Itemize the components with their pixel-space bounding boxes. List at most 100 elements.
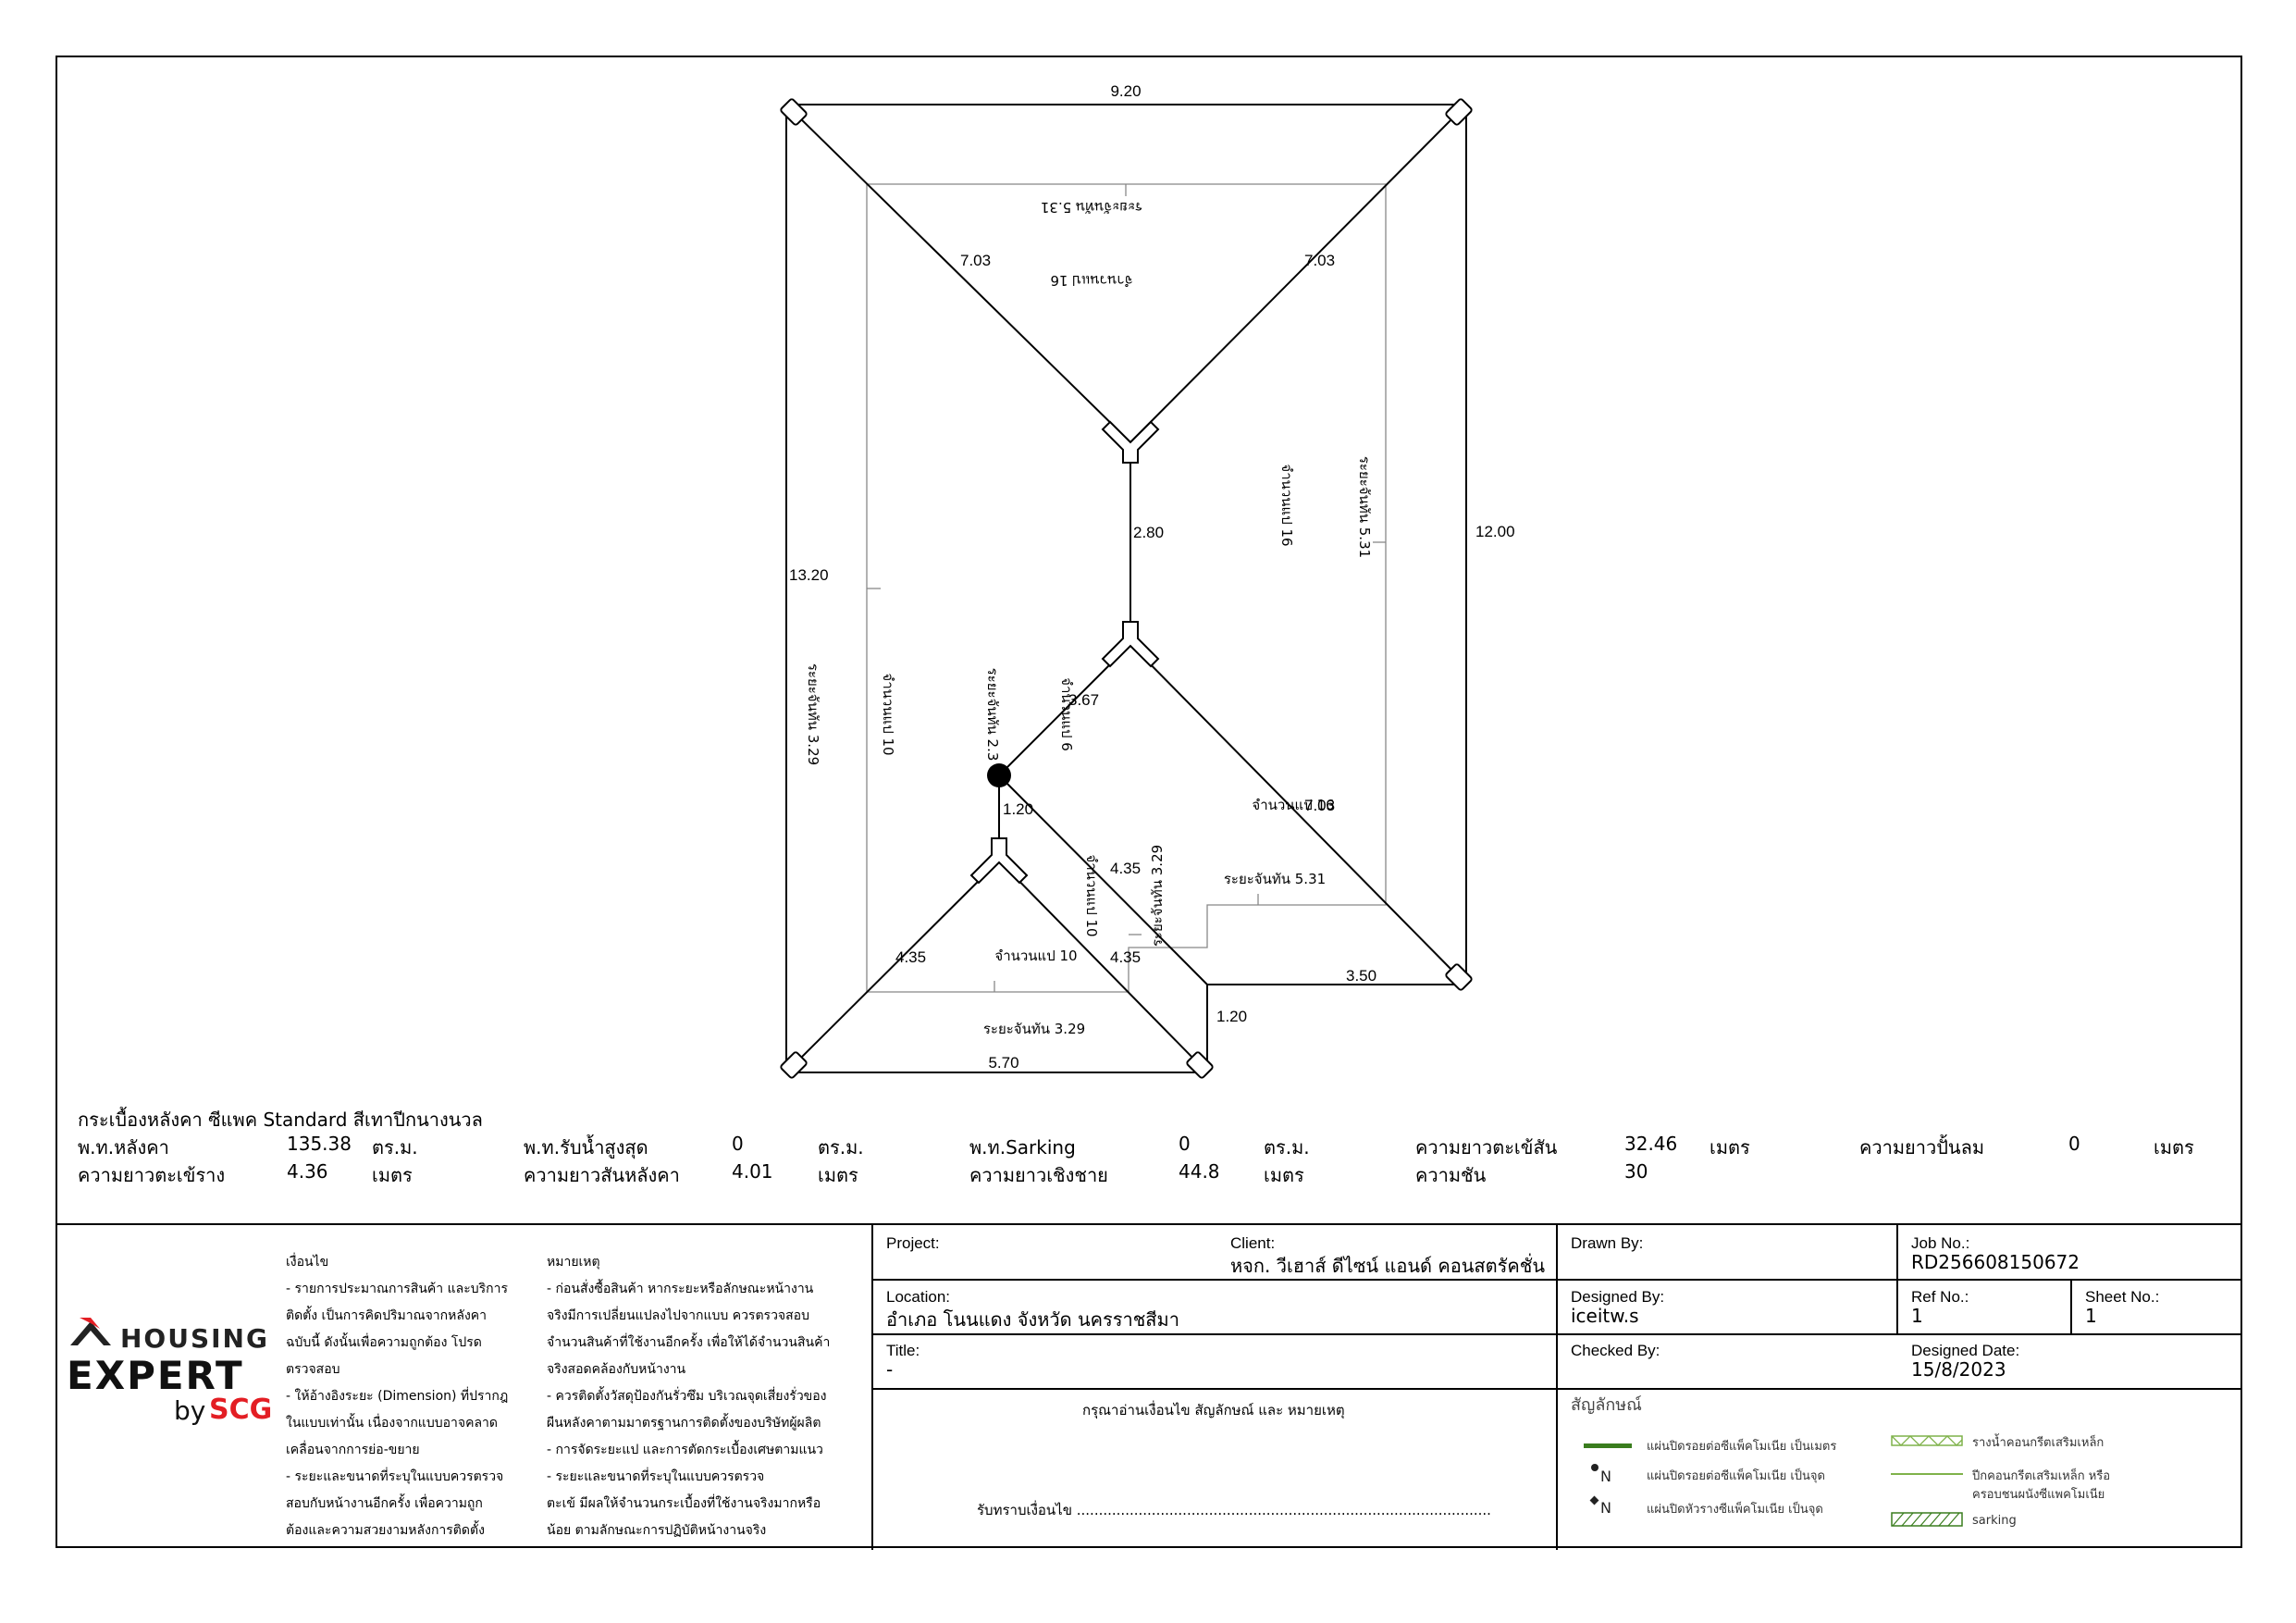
- ridge-junctions: [969, 420, 1160, 885]
- title-block: HOUSING EXPERT by SCG เงื่อนไข - รายการป…: [56, 1223, 2242, 1550]
- sheet-no-label: Sheet No.:: [2085, 1288, 2160, 1306]
- summary-unit: เมตร: [818, 1164, 858, 1186]
- summary-unit: เมตร: [2154, 1136, 2194, 1158]
- legend-diamond-icon: [1589, 1495, 1599, 1505]
- label-center-spacing: ระยะจันทัน 2.3: [984, 668, 1001, 762]
- label-top-spacing: ระยะจันทัน 5.31: [1041, 199, 1142, 216]
- dim-hip-lower-right: 7.03: [1304, 797, 1335, 814]
- checked-by-label: Checked By:: [1571, 1342, 1660, 1359]
- wall-outline: [866, 183, 1387, 993]
- label-left-spacing: ระยะจันทัน 3.29: [805, 663, 821, 765]
- summary-unit: ตร.ม.: [818, 1136, 864, 1158]
- dim-valley-inner: 4.35: [1110, 948, 1141, 966]
- summary-value: 0: [1179, 1133, 1191, 1155]
- valley-junction-point: [987, 763, 1011, 787]
- label-left-count: จำนวนแป 10: [880, 673, 896, 755]
- job-no-value: RD256608150672: [1911, 1251, 2080, 1273]
- legend-dot-icon: [1591, 1464, 1599, 1471]
- legend-n: N: [1600, 1499, 1611, 1517]
- summary-value: 135.38: [287, 1133, 352, 1155]
- label-lower-right-spacing: ระยะจันทัน 5.31: [1224, 871, 1326, 887]
- label-top-count: จำนวนแป 16: [1050, 272, 1132, 289]
- dim-right: 12.00: [1475, 523, 1515, 540]
- read-notice: กรุณาอ่านเงื่อนไข สัญลักษณ์ และ หมายเหตุ: [1082, 1402, 1345, 1419]
- dim-left: 13.20: [789, 566, 829, 584]
- label-lower-mid-spacing: ระยะจันทัน 3.29: [1149, 845, 1166, 947]
- dim-step-down: 1.20: [1216, 1008, 1247, 1025]
- dim-step-right: 3.50: [1346, 967, 1376, 985]
- summary-unit: เมตร: [1264, 1164, 1304, 1186]
- hip-lines: [793, 111, 1460, 1066]
- legend-text: รางน้ำคอนกรีตเสริมเหล็ก: [1972, 1436, 2105, 1450]
- remarks-title: หมายเหตุ: [547, 1255, 600, 1270]
- house-logo-icon: [70, 1318, 111, 1345]
- summary-value: 0: [2068, 1133, 2080, 1155]
- product-name: กระเบื้องหลังคา ซีแพค Standard สีเทาปีกน…: [78, 1109, 483, 1131]
- summary-label: พ.ท.Sarking: [969, 1136, 1076, 1158]
- legend-flashing-line: [1891, 1473, 1963, 1475]
- summary-label: ความยาวเชิงชาย: [969, 1164, 1108, 1186]
- legend-text: แผ่นปิดรอยต่อซีแพ็คโมเนีย เป็นเมตร: [1647, 1440, 1837, 1454]
- summary-value: 30: [1624, 1160, 1648, 1183]
- legend-text: ปีกคอนกรีตเสริมเหล็ก หรือ: [1972, 1469, 2111, 1483]
- title-value: -: [886, 1358, 894, 1381]
- summary-label: ความยาวสันหลังคา: [524, 1164, 680, 1186]
- job-no-label: Job No.:: [1911, 1234, 1970, 1252]
- acknowledge-line: รับทราบเงื่อนไข ........................…: [977, 1502, 1491, 1518]
- designed-by-label: Designed By:: [1571, 1288, 1665, 1306]
- logo-by: by: [174, 1395, 206, 1426]
- legend-text: ครอบชนผนังซีแพคโมเนีย: [1972, 1488, 2105, 1502]
- dim-hip-top-right: 7.03: [1304, 252, 1335, 269]
- legend-title: สัญลักษณ์: [1571, 1395, 1642, 1415]
- label-center-count: จำนวนแป 6: [1058, 677, 1075, 751]
- hip-end-caps: [780, 98, 1473, 1079]
- title-label: Title:: [886, 1342, 920, 1359]
- conditions-title: เงื่อนไข: [286, 1255, 329, 1270]
- summary-value: 4.36: [287, 1160, 328, 1183]
- summary-value: 44.8: [1179, 1160, 1220, 1183]
- legend-ridge-line: [1584, 1443, 1632, 1448]
- label-right-spacing: ระยะจันทัน 5.31: [1356, 456, 1373, 558]
- location-value: อำเภอ โนนแดง จังหวัด นครราชสีมา: [886, 1308, 1179, 1331]
- dim-hip-bottom-left: 4.35: [895, 948, 926, 966]
- designed-date-value: 15/8/2023: [1911, 1358, 2006, 1381]
- legend-n: N: [1600, 1468, 1611, 1485]
- dim-valley-mid: 4.35: [1110, 860, 1141, 877]
- drawn-by-label: Drawn By:: [1571, 1234, 1644, 1252]
- ref-no-value: 1: [1911, 1305, 1923, 1327]
- summary-value: 0: [732, 1133, 744, 1155]
- legend-gutter-icon: [1891, 1435, 1963, 1446]
- logo-housing: HOUSING: [120, 1323, 269, 1354]
- client-value: หจก. วีเฮาส์ ดีไซน์ แอนด์ คอนสตรัคชั่น: [1230, 1255, 1545, 1277]
- dim-valley-small: 1.20: [1003, 800, 1033, 818]
- summary-value: 32.46: [1624, 1133, 1678, 1155]
- client-label: Client:: [1230, 1234, 1276, 1252]
- ref-no-label: Ref No.:: [1911, 1288, 1969, 1306]
- remarks-text: - ก่อนสั่งซื้อสินค้า หากระยะหรือลักษณะหน…: [547, 1282, 831, 1538]
- drawing-frame: [56, 56, 2242, 1548]
- summary-label: ความชัน: [1415, 1164, 1487, 1186]
- summary-unit: ตร.ม.: [372, 1136, 418, 1158]
- summary-label: ความยาวตะเข้สัน: [1415, 1136, 1558, 1158]
- dim-ridge-upper: 2.80: [1133, 524, 1164, 541]
- designed-by-value: iceitw.s: [1571, 1305, 1639, 1327]
- summary-label: พ.ท.หลังคา: [78, 1136, 169, 1158]
- label-right-count: จำนวนแป 16: [1278, 464, 1295, 546]
- summary-unit: ตร.ม.: [1264, 1136, 1310, 1158]
- dim-hip-top-left: 7.03: [960, 252, 991, 269]
- dim-hip-mid: 3.67: [1068, 691, 1099, 709]
- legend-sarking-icon: [1891, 1512, 1963, 1527]
- eave-outline: [785, 104, 1467, 1073]
- summary-label: พ.ท.รับน้ำสูงสุด: [524, 1136, 648, 1158]
- sheet-no-value: 1: [2085, 1305, 2097, 1327]
- logo-scg: SCG: [209, 1394, 273, 1426]
- summary-label: ความยาวปั้นลม: [1859, 1136, 1985, 1158]
- conditions-text: - รายการประมาณการสินค้า และบริการ ติดตั้…: [286, 1282, 509, 1538]
- summary-unit: เมตร: [1710, 1136, 1750, 1158]
- label-lower-mid-count: จำนวนแป 10: [1083, 854, 1100, 936]
- legend-text: แผ่นปิดหัวรางซีแพ็คโมเนีย เป็นจุด: [1647, 1503, 1823, 1517]
- designed-date-label: Designed Date:: [1911, 1342, 2020, 1359]
- legend-text: แผ่นปิดรอยต่อซีแพ็คโมเนีย เป็นจุด: [1647, 1469, 1825, 1483]
- project-label: Project:: [886, 1234, 940, 1252]
